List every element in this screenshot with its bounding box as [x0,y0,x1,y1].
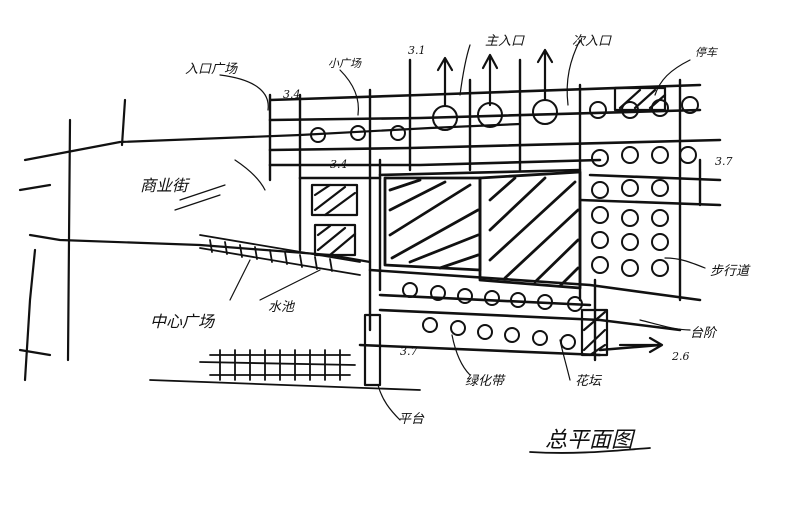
label-dim-3-4-top: 3.4 [283,88,301,101]
label-dim-3-7-right: 3.7 [715,155,733,168]
label-dim-2-6: 2.6 [672,350,690,363]
label-dim-3-7-low: 3.7 [400,345,418,358]
label-bottom-mid2: 花坛 [575,374,602,389]
label-right-side: 步行道 [710,264,750,279]
label-dim-3-1: 3.1 [408,44,426,57]
grid-vertical [268,58,702,362]
hatched-core-building [383,170,582,290]
entry-arrows [436,48,664,354]
label-top-mid2: 主入口 [485,34,525,49]
label-bottom-left: 平台 [398,412,425,427]
label-bottom-mid1: 绿化带 [465,374,505,389]
leader-lines [174,39,706,421]
sketch-title: 总平面图 [545,428,634,453]
label-left-lower: 中心广场 [150,312,215,331]
column-circles-lower [402,282,583,350]
label-top-right: 次入口 [572,34,612,49]
label-top-left: 入口广场 [185,62,238,77]
label-dim-3-4-mid: 3.4 [330,158,348,171]
title-underline [529,447,651,454]
label-top-mid: 小广场 [328,57,361,70]
label-right-lower1: 台阶 [690,326,717,341]
label-left-text: 商业街 [140,176,189,195]
label-top-far: 停车 [695,46,717,59]
hatched-strips [149,234,421,391]
hatched-side-blocks [310,86,667,387]
column-circles-right [591,146,697,277]
label-mid-lower: 水池 [268,300,295,315]
